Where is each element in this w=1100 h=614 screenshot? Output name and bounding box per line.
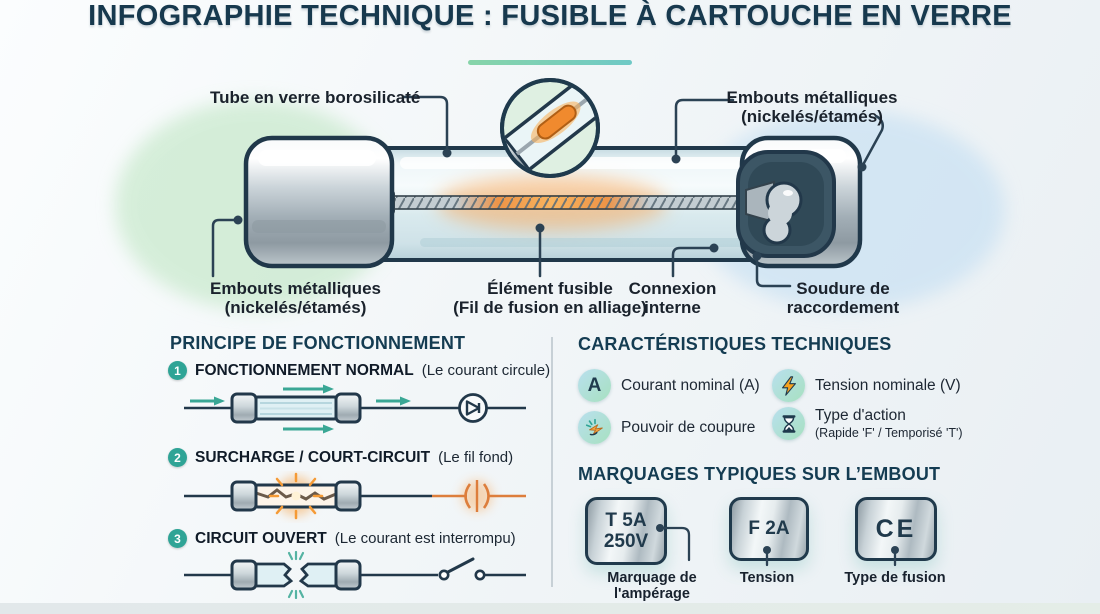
lightning-icon bbox=[772, 369, 805, 402]
step-3: 3 CIRCUIT OUVERT (Le courant est interro… bbox=[168, 529, 516, 548]
fuse-cap-marking-1: T 5A 250V bbox=[585, 497, 667, 565]
label-fuse-element: Élément fusible (Fil de fusion en alliag… bbox=[453, 279, 647, 318]
melted-wire-left bbox=[254, 488, 294, 499]
glass-lower-sheen bbox=[420, 238, 750, 247]
markings-heading: MARQUAGES TYPIQUES SUR L’EMBOUT bbox=[578, 464, 941, 484]
step-1-title: FONCTIONNEMENT NORMAL bbox=[195, 361, 414, 379]
break-dashes bbox=[287, 551, 305, 599]
step-1: 1 FONCTIONNEMENT NORMAL (Le courant circ… bbox=[168, 361, 550, 380]
feature-breaking-capacity: Pouvoir de coupure bbox=[578, 411, 755, 444]
open-switch-symbol bbox=[438, 557, 526, 581]
label-caps-bottom: Embouts métalliques (nickelés/étamés) bbox=[210, 279, 381, 318]
principle-heading: PRINCIPE DE FONCTIONNEMENT bbox=[170, 333, 466, 353]
solder-blob bbox=[762, 181, 803, 245]
broken-glass-right bbox=[298, 562, 338, 588]
broken-glass-left bbox=[254, 562, 294, 588]
feature-rated-current: A Courant nominal (A) bbox=[578, 369, 760, 402]
label-internal-connection: Connexion interne bbox=[628, 279, 717, 318]
step-3-badge: 3 bbox=[168, 529, 187, 548]
label-glass-tube: Tube en verre borosilicaté bbox=[210, 88, 421, 107]
fuse-illustration bbox=[115, 78, 1005, 310]
step-3-title: CIRCUIT OUVERT bbox=[195, 529, 327, 547]
step-2-title: SURCHARGE / COURT-CIRCUIT bbox=[195, 448, 431, 466]
section-divider bbox=[551, 337, 553, 587]
current-flow-arrows bbox=[190, 384, 411, 434]
feature-action-type: Type d'action (Rapide 'F' / Temporisé 'T… bbox=[772, 407, 963, 441]
cap-caption-1: Marquage de l'ampérage bbox=[607, 570, 697, 602]
diagram-overload bbox=[184, 472, 526, 520]
breaking-capacity-icon bbox=[578, 411, 611, 444]
right-end-cap-cutaway bbox=[736, 135, 863, 269]
arc-break-symbol bbox=[432, 480, 526, 512]
step-2-subtitle: (Le fil fond) bbox=[438, 449, 514, 466]
cap-caption-3: Type de fusion bbox=[844, 570, 946, 586]
marking-connectors bbox=[656, 524, 899, 567]
connector-dots bbox=[233, 148, 867, 261]
label-caps-top: Embouts métalliques (nickelés/étamés) bbox=[726, 88, 898, 127]
step-1-badge: 1 bbox=[168, 361, 187, 380]
cap-caption-2: Tension bbox=[739, 570, 795, 586]
left-end-cap bbox=[243, 135, 395, 269]
label-solder-joint: Soudure de raccordement bbox=[786, 279, 900, 318]
diagram-open-circuit bbox=[184, 551, 526, 599]
step-2-badge: 2 bbox=[168, 448, 187, 467]
connector-lines bbox=[211, 95, 884, 288]
step-1-subtitle: (Le courant circule) bbox=[421, 362, 551, 379]
diagram-normal-operation bbox=[184, 384, 526, 434]
letter-a-icon: A bbox=[578, 369, 611, 402]
hourglass-icon bbox=[772, 407, 805, 441]
feature-rated-voltage: Tension nominale (V) bbox=[772, 369, 961, 402]
step-2: 2 SURCHARGE / COURT-CIRCUIT (Le fil fond… bbox=[168, 448, 513, 467]
bottom-strip bbox=[0, 603, 1100, 614]
title-underline bbox=[468, 60, 632, 65]
characteristics-heading: CARACTÉRISTIQUES TECHNIQUES bbox=[578, 334, 892, 354]
melted-wire-right bbox=[298, 491, 338, 501]
current-source-symbol bbox=[458, 393, 488, 423]
step-3-subtitle: (Le courant est interrompu) bbox=[334, 530, 516, 547]
spark-burst bbox=[268, 472, 324, 520]
page-title: INFOGRAPHIE TECHNIQUE : FUSIBLE À CARTOU… bbox=[88, 0, 1012, 32]
